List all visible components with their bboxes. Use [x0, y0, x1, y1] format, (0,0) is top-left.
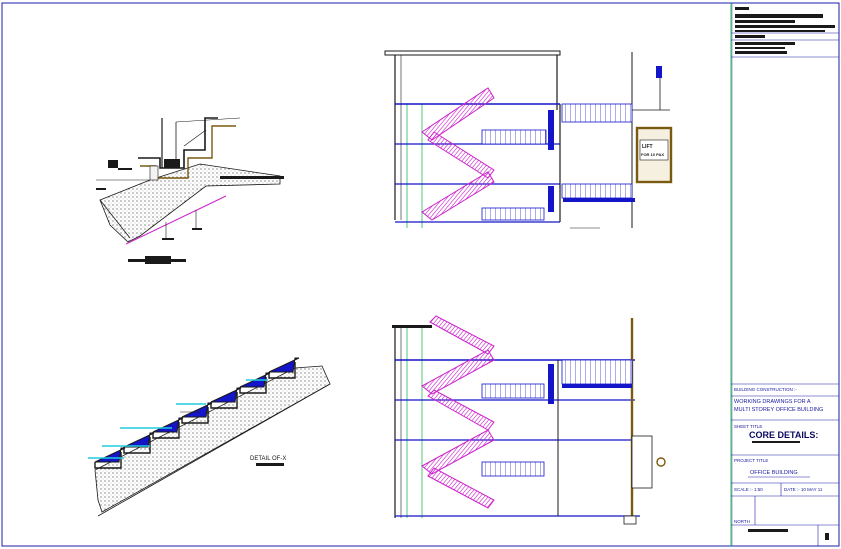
stair-riser [181, 407, 209, 424]
stair-section-upper: LIFT FOR 10 PAX [384, 50, 673, 229]
sheet-title: CORE DETAILS: [749, 430, 818, 440]
title-block: BUILDING CONSTRUCTION :- WORKING DRAWING… [730, 3, 839, 546]
north-label: NORTH [734, 519, 750, 524]
lift-label-line1: LIFT [642, 144, 653, 150]
stair-riser [268, 362, 296, 379]
drawing-description-line1: WORKING DRAWINGS FOR A [734, 399, 811, 405]
tread-section-detail [96, 117, 284, 264]
stair-riser [239, 377, 267, 394]
north-arrow-icon [825, 533, 829, 540]
stair-riser [210, 392, 238, 409]
stair-riser [94, 452, 122, 469]
title-block-stamp [731, 7, 839, 58]
stair-riser [123, 437, 151, 454]
stair-tread [210, 387, 242, 403]
drawing-description-line2: MULTI STOREY OFFICE BUILDING [734, 407, 823, 413]
stair-tread [181, 402, 213, 418]
detail-label: DETAIL OF-X [250, 456, 286, 462]
pit-ladder-icon [656, 457, 666, 467]
sheet-title-label: SHEET TITLE [734, 424, 762, 429]
project-title-label: PROJECT TITLE [734, 458, 768, 463]
scale-label: SCALE :- 1:50 [734, 487, 763, 492]
stair-tread [268, 357, 300, 373]
lift-car: LIFT FOR 10 PAX [635, 126, 673, 184]
stair-tread [123, 432, 155, 448]
project-title: OFFICE BUILDING [750, 470, 798, 476]
stair-detail-x: DETAIL OF-X [88, 357, 331, 517]
date-label: DATE :- 10 MAY 11 [784, 487, 823, 492]
lift-label-line2: FOR 10 PAX [641, 152, 664, 157]
stair-section-lower [392, 315, 666, 525]
building-construction-label: BUILDING CONSTRUCTION :- [734, 387, 797, 392]
stair-treads [94, 357, 300, 469]
stair-riser [152, 422, 180, 439]
